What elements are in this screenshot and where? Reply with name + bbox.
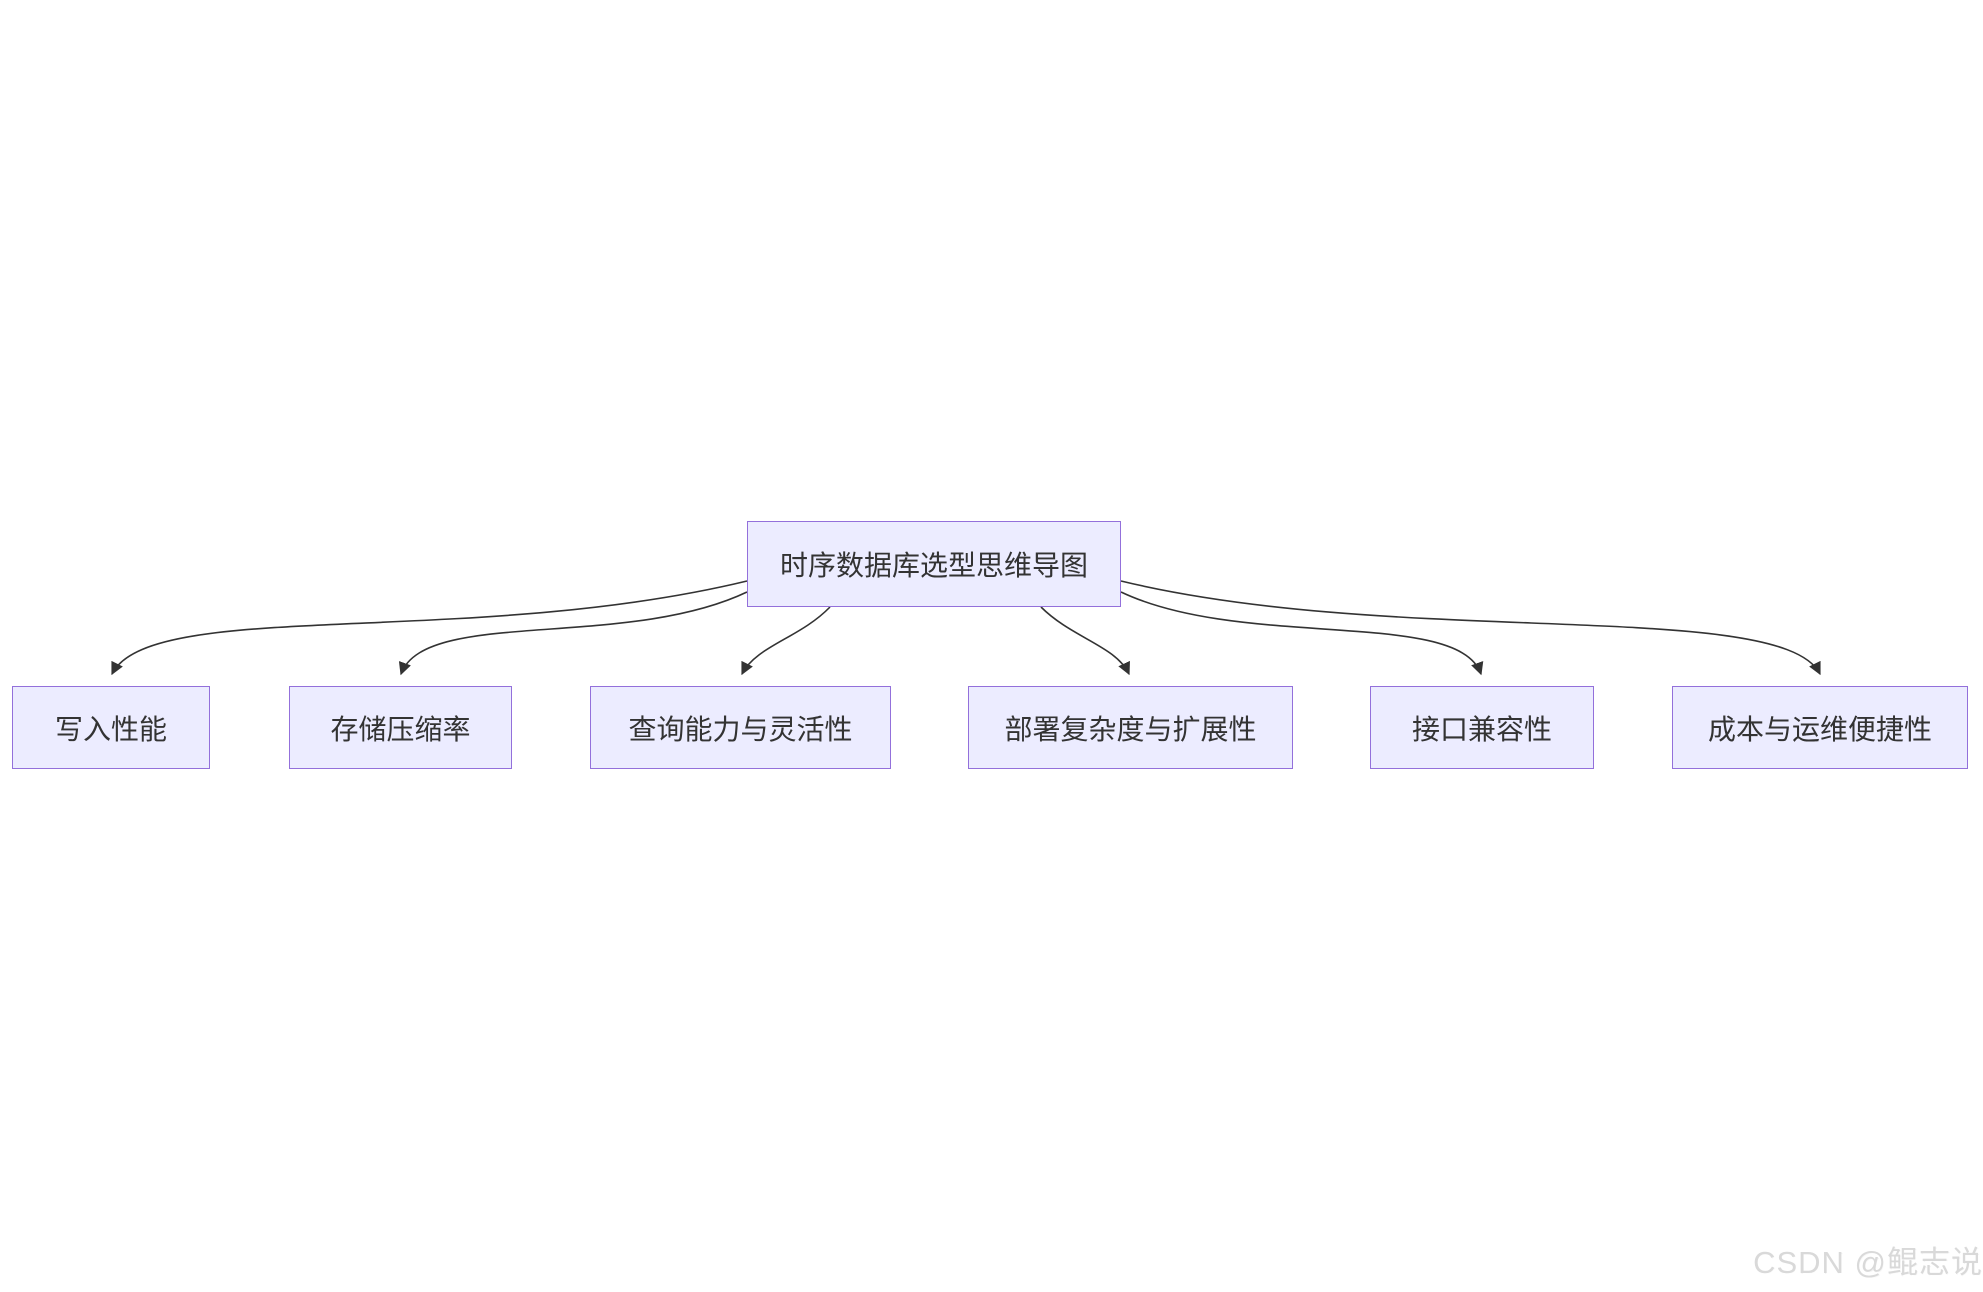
node-interface-compat: 接口兼容性: [1370, 686, 1594, 769]
node-cost-ops: 成本与运维便捷性: [1672, 686, 1968, 769]
watermark-text: CSDN @鲲志说: [1753, 1245, 1983, 1280]
node-root-label: 时序数据库选型思维导图: [779, 550, 1088, 581]
edge-root-to-storage-compression: [398, 591, 748, 676]
node-label: 写入性能: [54, 713, 167, 745]
edge-root-to-interface-compat: [1120, 591, 1484, 676]
node-label: 查询能力与灵活性: [628, 713, 853, 745]
edge-root-to-cost-ops: [1120, 580, 1821, 676]
node-root-tsdb-selection: 时序数据库选型思维导图: [747, 521, 1121, 607]
edge-root-to-write-performance: [111, 580, 748, 676]
node-write-performance: 写入性能: [12, 686, 210, 769]
node-storage-compression: 存储压缩率: [289, 686, 512, 769]
node-deploy-scalability: 部署复杂度与扩展性: [968, 686, 1293, 769]
node-label: 部署复杂度与扩展性: [1004, 713, 1257, 745]
csdn-watermark: CSDN @鲲志说: [1753, 1237, 1983, 1282]
edge-root-to-deploy-scalability: [1040, 606, 1130, 676]
node-label: 存储压缩率: [330, 713, 471, 745]
edge-root-to-query-flexibility: [741, 606, 831, 676]
node-query-flexibility: 查询能力与灵活性: [590, 686, 891, 769]
node-label: 成本与运维便捷性: [1707, 713, 1932, 745]
node-label: 接口兼容性: [1411, 713, 1552, 745]
